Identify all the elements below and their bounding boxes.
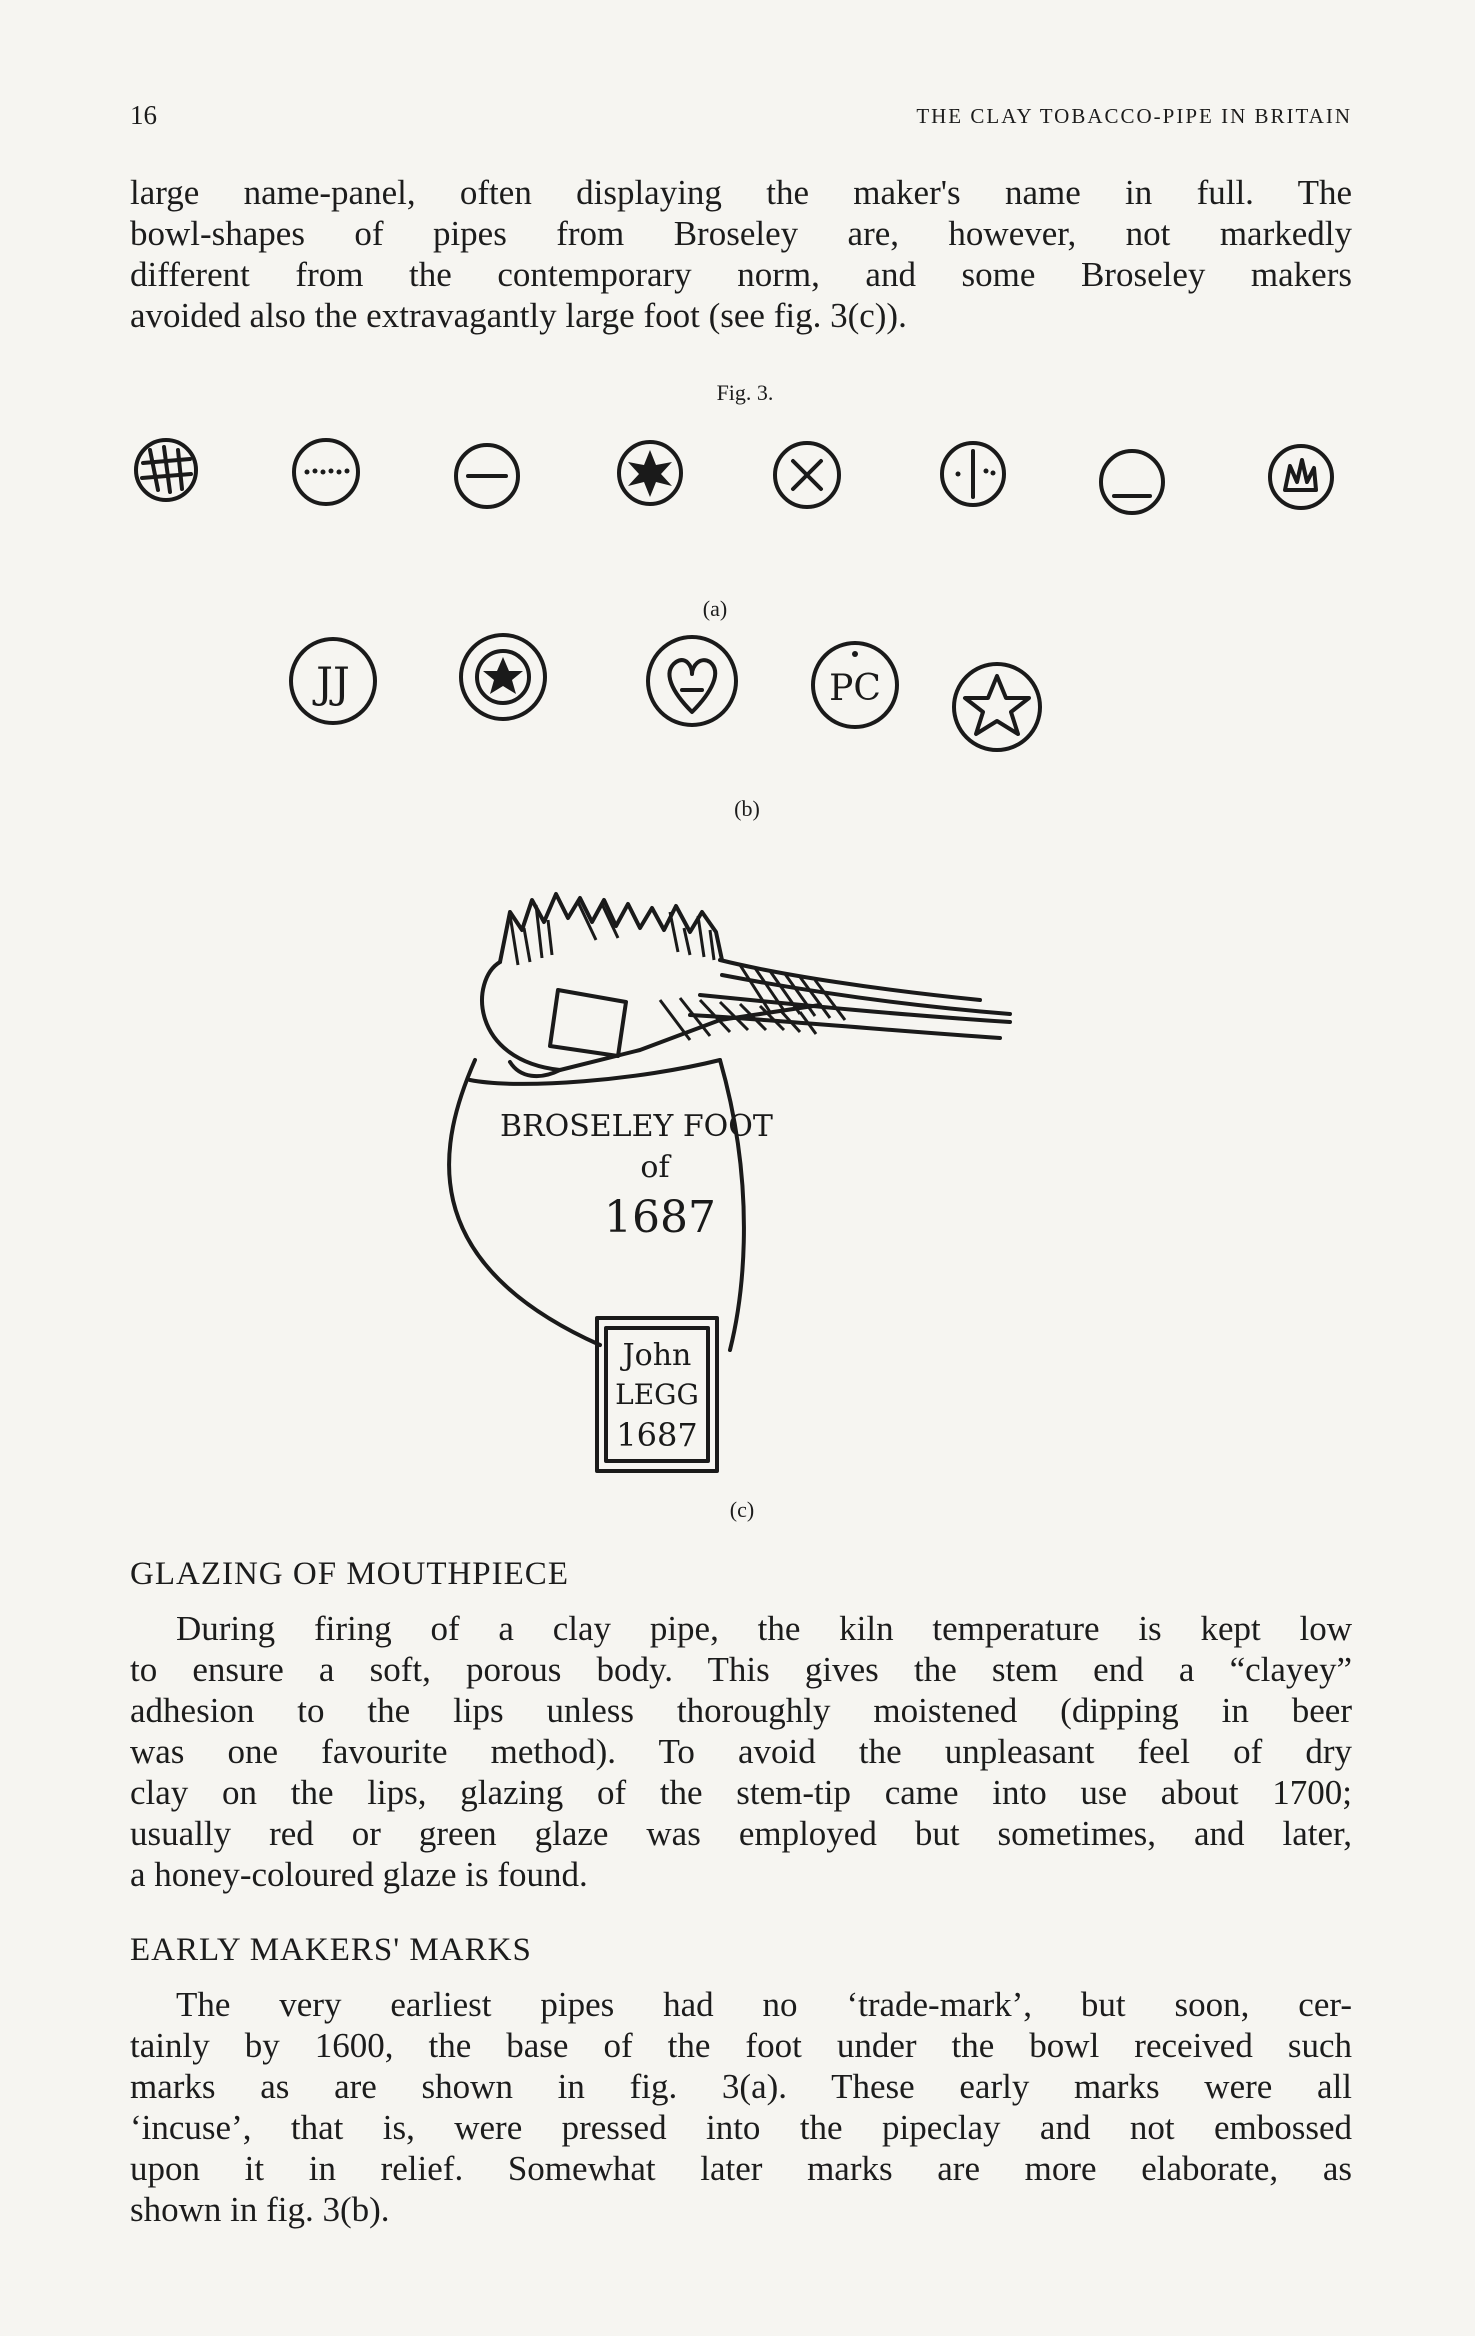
caption-b: (b) — [734, 796, 760, 821]
section-heading-marks: EARLY MAKERS' MARKS — [130, 1932, 532, 1968]
text-line: was one favourite method). To avoid the … — [130, 1732, 1352, 1771]
figure-title: Fig. 3. — [716, 380, 774, 405]
broseley-pipe-sketch: BROSELEY FOOT of 1687 John LEGG 1687 — [447, 892, 1012, 1473]
text-line: different from the contemporary norm, an… — [130, 255, 1352, 294]
glazing-paragraph: During firing of a clay pipe, the kiln t… — [130, 1608, 1352, 1895]
text-line: During firing of a clay pipe, the kiln t… — [176, 1609, 1352, 1648]
text-line: to ensure a soft, porous body. This give… — [130, 1650, 1352, 1689]
marks-paragraph: The very earliest pipes had no ‘trade-ma… — [130, 1984, 1352, 2230]
sketch-label-1: BROSELEY FOOT — [500, 1109, 773, 1144]
mark-a2-dotted — [292, 438, 360, 506]
mark-a8-flower — [1268, 444, 1334, 510]
mark-b5-star — [952, 662, 1042, 752]
text-line: a honey-coloured glaze is found. — [130, 1855, 588, 1894]
panel-line-2: LEGG — [615, 1378, 699, 1411]
running-title: THE CLAY TOBACCO-PIPE IN BRITAIN — [916, 104, 1352, 128]
text-line: usually red or green glaze was employed … — [130, 1814, 1352, 1853]
sketch-label-3: 1687 — [604, 1192, 716, 1243]
mark-a4-star — [617, 440, 683, 506]
sketch-label-2: of — [640, 1150, 671, 1185]
mark-b3-heart — [646, 635, 738, 727]
mark-a7-bar — [1099, 449, 1165, 515]
text-line: avoided also the extravagantly large foo… — [130, 296, 907, 335]
mark-a1-hatched — [134, 438, 198, 502]
text-line: The very earliest pipes had no ‘trade-ma… — [176, 1985, 1352, 2024]
text-line: marks as are shown in fig. 3(a). These e… — [130, 2067, 1352, 2106]
intro-paragraph: large name-panel, often displaying the m… — [130, 172, 1352, 336]
page-header: 16 THE CLAY TOBACCO-PIPE IN BRITAIN — [130, 100, 1352, 140]
mark-b1-initials: JJ — [289, 637, 377, 725]
caption-a: (a) — [702, 596, 728, 621]
panel-line-1: John — [620, 1338, 692, 1373]
text-line: ‘incuse’, that is, were pressed into the… — [130, 2108, 1352, 2147]
mark-b4-initials: PC — [811, 641, 899, 729]
page-number: 16 — [130, 100, 157, 130]
text-line: upon it in relief. Somewhat later marks … — [130, 2149, 1352, 2188]
text-line: tainly by 1600, the base of the foot und… — [130, 2026, 1352, 2065]
section-heading-glazing: GLAZING OF MOUTHPIECE — [130, 1556, 569, 1592]
mark-b2-wheel — [459, 633, 547, 721]
text-line: adhesion to the lips unless thoroughly m… — [130, 1691, 1352, 1730]
caption-c: (c) — [729, 1497, 755, 1522]
mark-b1-text: JJ — [312, 658, 350, 707]
text-line: large name-panel, often displaying the m… — [130, 173, 1352, 212]
text-line: clay on the lips, glazing of the stem-ti… — [130, 1773, 1352, 1812]
mark-a6-stroke — [940, 441, 1006, 507]
mark-a3-bar — [454, 443, 520, 509]
mark-b4-text: PC — [829, 668, 881, 709]
mark-a5-cross — [773, 441, 841, 509]
panel-line-3: 1687 — [616, 1416, 697, 1454]
text-line: shown in fig. 3(b). — [130, 2190, 390, 2229]
text-line: bowl-shapes of pipes from Broseley are, … — [130, 214, 1352, 253]
